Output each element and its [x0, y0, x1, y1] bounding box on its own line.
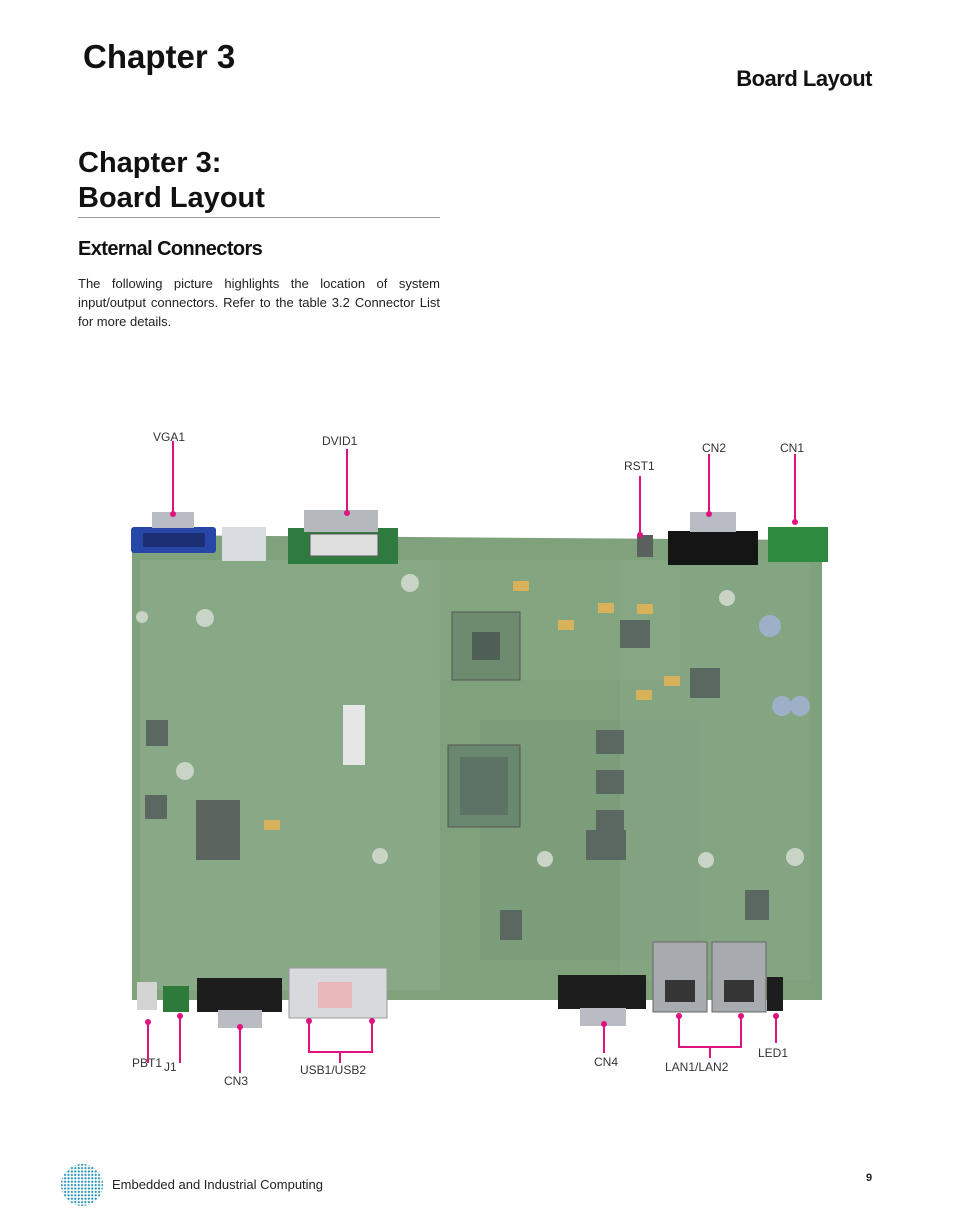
label-j1: J1: [164, 1060, 177, 1074]
label-led1: LED1: [758, 1046, 788, 1060]
serial-connector-top: [668, 512, 758, 565]
serial-connector-bottom-left: [197, 978, 282, 1028]
chapter-heading: Chapter 3: [83, 38, 236, 75]
serial-connector-bottom-right: [558, 975, 646, 1026]
usb-port-insert: [318, 982, 352, 1008]
power-terminal-block: [768, 527, 828, 562]
section-title-line2: Board Layout: [78, 182, 265, 214]
label-usb1-usb2: USB1/USB2: [300, 1063, 366, 1077]
section-title: Chapter 3: Board Layout: [78, 146, 265, 216]
label-cn1: CN1: [780, 441, 804, 455]
label-cn3: CN3: [224, 1074, 248, 1088]
label-lan1-lan2: LAN1/LAN2: [665, 1060, 729, 1074]
footer-text: Embedded and Industrial Computing: [112, 1177, 324, 1192]
running-title: Board Layout: [736, 66, 872, 91]
lan-connectors: [652, 941, 767, 1013]
dvi-connector: [288, 510, 398, 564]
pcb-board: [132, 535, 822, 1000]
callout-dots: [145, 510, 798, 1030]
page-number: 9: [866, 1172, 873, 1184]
label-rst1: RST1: [624, 459, 655, 473]
label-cn4: CN4: [594, 1055, 618, 1069]
j1-jumper: [163, 986, 189, 1012]
power-button: [137, 982, 157, 1010]
led-header: [767, 977, 783, 1011]
label-cn2: CN2: [702, 441, 726, 455]
label-dvid1: DVID1: [322, 434, 358, 448]
intro-paragraph: The following picture highlights the loc…: [78, 276, 440, 329]
subsection-title: External Connectors: [78, 238, 263, 260]
label-pbt1: PBT1: [132, 1056, 162, 1070]
vga-connector: [131, 512, 216, 553]
section-divider: [78, 217, 440, 218]
section-title-line1: Chapter 3:: [78, 147, 222, 179]
label-vga1: VGA1: [153, 430, 185, 444]
callout-lines: [147, 441, 796, 1073]
connector-placeholder: [222, 527, 266, 561]
reset-button: [637, 535, 653, 557]
company-globe-logo: [61, 1164, 103, 1206]
